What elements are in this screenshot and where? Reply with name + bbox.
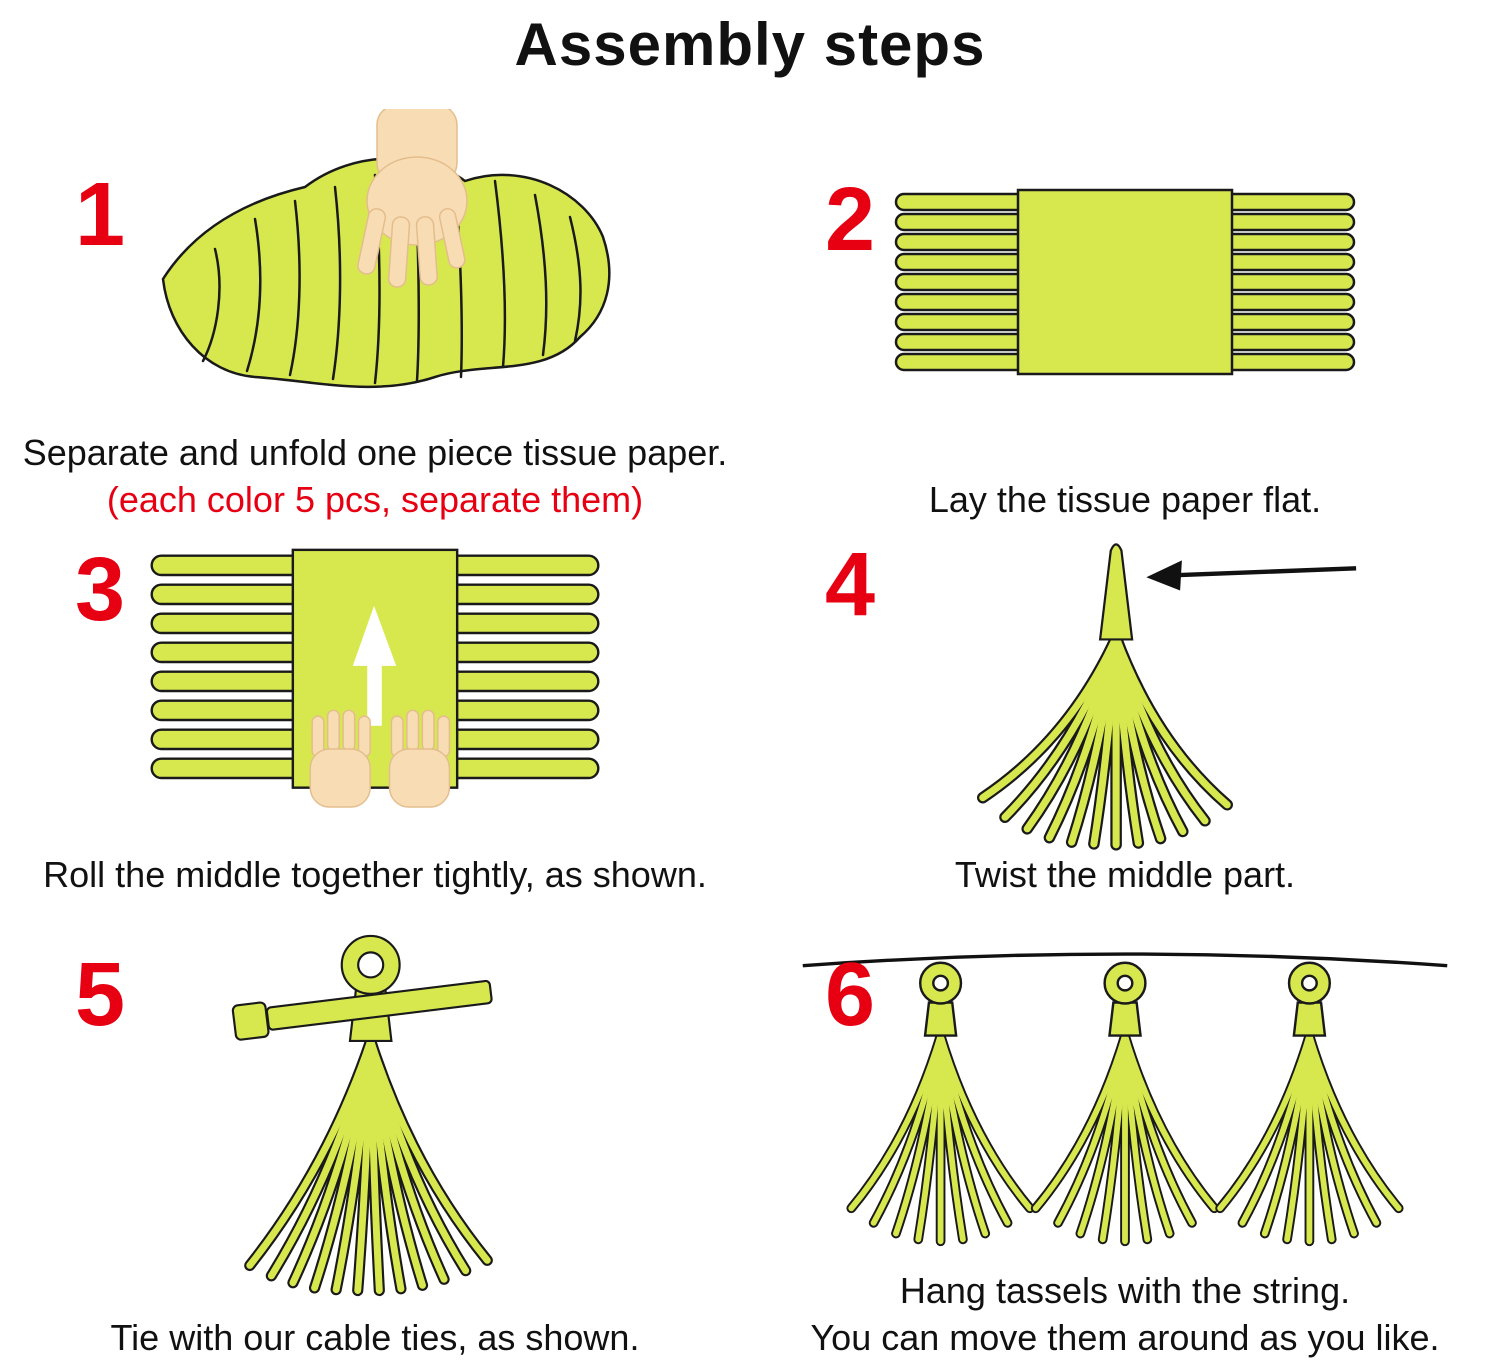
roll-middle-illustration	[150, 548, 600, 808]
step-2: 2	[750, 90, 1500, 530]
step-4: 4	[750, 530, 1500, 905]
step-number: 2	[825, 170, 876, 270]
step-1-caption: Separate and unfold one piece tissue pap…	[22, 431, 728, 473]
steps-grid: 1	[0, 90, 1500, 1368]
step-6-figure	[750, 905, 1500, 1267]
step-3-caption: Roll the middle together tightly, as sho…	[43, 854, 707, 896]
step-3-figure	[0, 530, 750, 851]
step-4-caption: Twist the middle part.	[954, 854, 1296, 896]
hanging-tassels-illustration	[802, 952, 1448, 1251]
step-5: 5	[0, 905, 750, 1368]
flat-tissue-illustration	[894, 188, 1356, 376]
step-1-note: (each color 5 pcs, separate them)	[106, 479, 644, 521]
step-number: 4	[825, 535, 876, 635]
step-6-caption: Hang tassels with the string.	[899, 1269, 1351, 1311]
step-5-caption: Tie with our cable ties, as shown.	[110, 1317, 640, 1359]
cable-tie-illustration	[231, 934, 575, 1300]
tassel	[1036, 963, 1215, 1242]
step-3: 3	[0, 530, 750, 905]
tassel	[1220, 963, 1399, 1242]
step-1-figure	[0, 90, 750, 429]
unfold-tissue-illustration	[161, 109, 611, 389]
string	[802, 952, 1448, 968]
tassel	[851, 963, 1030, 1242]
up-arrow-icon	[352, 605, 397, 726]
step-number: 1	[75, 165, 126, 265]
tissue-paper	[150, 548, 600, 789]
left-arrow-icon	[1146, 560, 1357, 591]
step-1: 1	[0, 90, 750, 530]
step-5-figure	[0, 905, 750, 1314]
step-number: 5	[75, 945, 126, 1045]
hand-icon	[357, 109, 468, 289]
twist-middle-illustration	[865, 543, 1357, 851]
step-number: 3	[75, 540, 126, 640]
step-6: 6	[750, 905, 1500, 1368]
hand-icon	[388, 709, 451, 808]
page-title: Assembly steps	[514, 11, 986, 78]
tissue-paper	[161, 157, 611, 389]
tassel	[983, 543, 1227, 844]
step-6-note: You can move them around as you like.	[810, 1317, 1440, 1359]
step-4-figure	[750, 530, 1500, 851]
hand-icon	[309, 709, 371, 808]
cable-tie	[231, 979, 493, 1041]
step-2-caption: Lay the tissue paper flat.	[928, 479, 1322, 521]
tissue-paper	[894, 188, 1356, 376]
fringe-lines	[201, 170, 582, 385]
step-2-figure	[750, 90, 1500, 476]
step-number: 6	[825, 945, 876, 1045]
